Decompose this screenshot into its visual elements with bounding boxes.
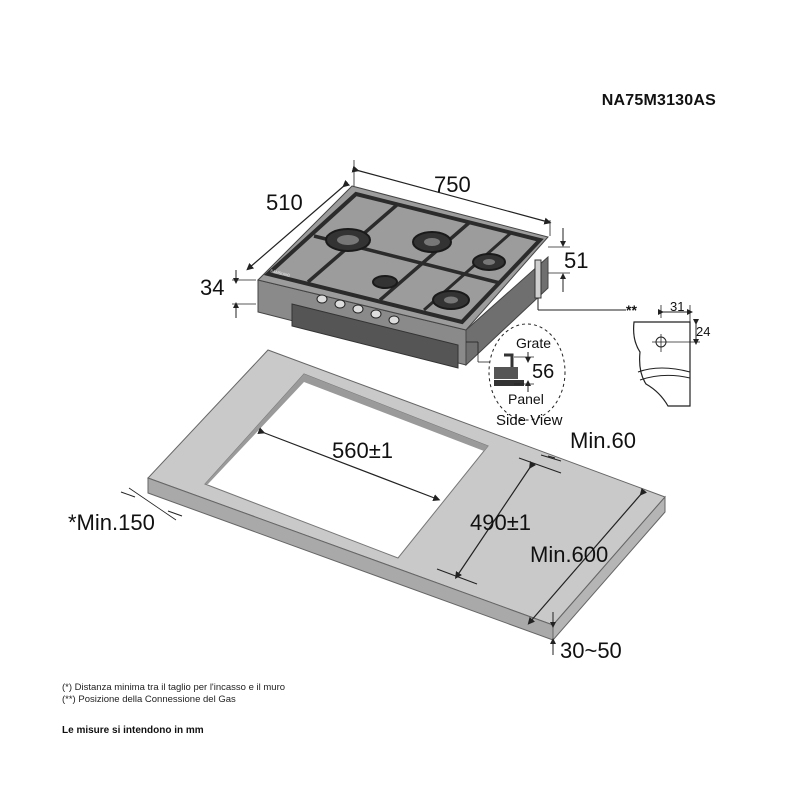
grate-label: Grate — [516, 335, 551, 351]
cutout-width-label: 560±1 — [332, 438, 393, 463]
thickness-label: 30~50 — [560, 638, 622, 663]
gas-offset-label: 51 — [564, 248, 588, 273]
hob-dimensions — [232, 160, 570, 318]
units-note: Le misure si intendono in mm — [62, 725, 204, 736]
min-front-label: *Min.150 — [68, 510, 155, 535]
cutout-depth-label: 490±1 — [470, 510, 531, 535]
model-number: NA75M3130AS — [601, 92, 716, 109]
hob-illustration: SAMSUNG — [257, 185, 626, 369]
min-depth-label: Min.600 — [530, 542, 608, 567]
gas-connection-detail — [633, 305, 700, 407]
gas-marker-label: ** — [626, 302, 637, 318]
footnote-gas-position: (**) Posizione della Connessione del Gas — [62, 694, 236, 705]
control-knobs — [316, 294, 400, 325]
hob-depth-label: 510 — [266, 190, 303, 215]
hob-height-label: 34 — [200, 275, 224, 300]
min-back-label: Min.60 — [570, 428, 636, 453]
hob-width-label: 750 — [434, 172, 471, 197]
footnote-min-distance: (*) Distanza minima tra il taglio per l'… — [62, 682, 286, 693]
cutout-dimensions — [120, 427, 648, 655]
gas-horizontal-label: 31 — [670, 299, 684, 314]
dimension-labels: 750 510 34 51 ** 31 24 Grate 56 Panel Si… — [68, 172, 710, 663]
side-height-label: 56 — [532, 361, 554, 383]
side-view-title: Side View — [496, 412, 563, 429]
gas-vertical-label: 24 — [696, 324, 710, 339]
hob-brand: SAMSUNG — [270, 268, 291, 278]
side-view-detail — [466, 323, 566, 421]
footnotes: (*) Distanza minima tra il taglio per l'… — [62, 682, 285, 706]
panel-label: Panel — [508, 391, 544, 407]
